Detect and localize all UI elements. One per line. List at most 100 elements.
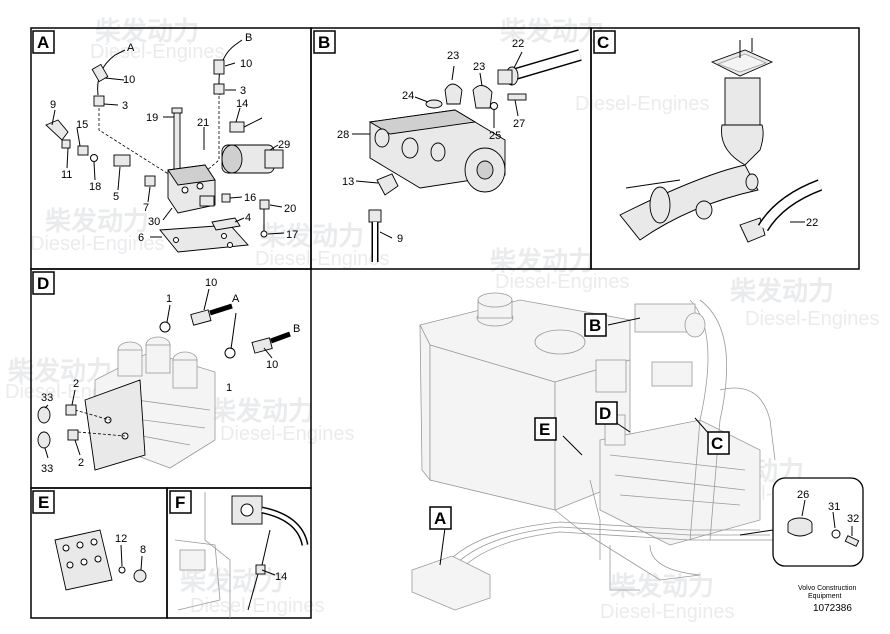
overview-label-d: D (599, 404, 611, 423)
panel-d-label: D (37, 274, 49, 293)
callout: 20 (284, 203, 296, 215)
panel-b-label: B (318, 33, 330, 52)
callout: 25 (489, 130, 501, 142)
overview-machine (411, 292, 776, 611)
callout: 17 (286, 229, 298, 241)
watermark-text: 柴发动力 (499, 16, 604, 46)
panel-c-drawing (619, 38, 823, 243)
callout: 8 (140, 544, 146, 556)
panel-a-drawing (45, 39, 285, 253)
callout: 15 (76, 119, 88, 131)
callout: 22 (512, 38, 524, 50)
panel-f-frame (166, 487, 312, 619)
footer-company: Volvo Construction (798, 585, 856, 592)
watermark-text: Diesel-Engines (600, 601, 735, 623)
drawing-number: 1072386 (813, 603, 852, 614)
footer-subtitle: Equipment (808, 593, 842, 600)
watermark-text: 柴发动力 (489, 246, 594, 276)
watermark-text: 柴发动力 (44, 206, 149, 236)
callout: 24 (402, 90, 414, 102)
callout: 2 (73, 378, 79, 390)
callout: 19 (146, 112, 158, 124)
panel-e-label: E (38, 493, 49, 512)
callout: 14 (236, 98, 248, 110)
watermark-text: Diesel-Engines (30, 233, 165, 255)
watermark-text: 柴发动力 (209, 396, 314, 426)
callout: 32 (847, 513, 859, 525)
watermark-text: 柴发动力 (609, 571, 714, 601)
panel-a-callouts: A 10 3 B 10 3 9 15 14 19 21 29 11 18 5 7… (50, 32, 298, 244)
panel-labels: A B C D E F (32, 30, 616, 514)
callout: 23 (447, 50, 459, 62)
panel-a-label: A (37, 33, 49, 52)
callout: 3 (240, 85, 246, 97)
panel-f-drawing (174, 492, 309, 618)
callout: 10 (123, 74, 135, 86)
watermark-text: 柴发动力 (94, 16, 199, 46)
callout: 3 (122, 100, 128, 112)
panel-f-label: F (175, 493, 185, 512)
overview-labels: B D E C A (429, 313, 730, 530)
callout: 21 (197, 117, 209, 129)
callout: B (245, 32, 252, 44)
callout: B (293, 323, 300, 335)
watermark-text: 柴发动力 (7, 356, 112, 386)
callout: 10 (240, 58, 252, 70)
watermark-text: Diesel-Engines (190, 595, 325, 617)
panel-d-drawing (37, 288, 291, 471)
callout: 12 (115, 533, 127, 545)
panel-e-drawing (54, 529, 147, 591)
callout: 29 (278, 139, 290, 151)
callout: A (127, 42, 135, 54)
callout: 23 (473, 61, 485, 73)
panel-c-callouts: 22 (806, 217, 818, 229)
watermark-text: Diesel-Engines (495, 271, 630, 293)
callout: 22 (806, 217, 818, 229)
callout: 1 (226, 382, 232, 394)
panel-b-drawing (352, 49, 582, 262)
callout: 10 (266, 359, 278, 371)
callout: 10 (205, 277, 217, 289)
callout: 5 (113, 191, 119, 203)
callout: 30 (148, 216, 160, 228)
callout: 18 (89, 181, 101, 193)
watermark-text: 柴发动力 (179, 566, 284, 596)
callout: 11 (61, 169, 72, 181)
watermark-text: Diesel-Engines (745, 308, 880, 330)
callout: 9 (397, 233, 403, 245)
callout: 28 (337, 129, 349, 141)
panel-b-callouts: 23 22 23 24 25 27 28 13 9 (337, 38, 525, 245)
callout: 1 (166, 293, 172, 305)
callout: 14 (275, 571, 287, 583)
callout: 31 (828, 501, 840, 513)
panel-frames (30, 27, 860, 619)
watermark-text: Diesel-Engines (255, 248, 390, 270)
overview-label-b: B (589, 316, 601, 335)
callout: 4 (245, 212, 251, 224)
callout: 7 (143, 202, 149, 214)
callout: 2 (78, 457, 84, 469)
panel-f-callouts: 14 (275, 571, 287, 583)
callout: 6 (138, 232, 144, 244)
watermark-text: 柴发动力 (729, 276, 834, 306)
watermark-text: Diesel-Engines (90, 41, 225, 63)
callout: 27 (513, 118, 525, 130)
watermark-text: Diesel-Engines (575, 93, 710, 115)
callout: 16 (244, 192, 256, 204)
callout: 9 (50, 99, 56, 111)
overview-label-c: C (711, 434, 723, 453)
panel-c-label: C (597, 33, 609, 52)
overview-label-a: A (434, 509, 446, 528)
panel-e-callouts: 12 8 (115, 533, 146, 556)
callout: 33 (41, 463, 53, 475)
callout: 13 (342, 176, 354, 188)
watermark-text: Diesel-Engines (220, 423, 355, 445)
overview-label-e: E (539, 420, 550, 439)
panel-c-frame (590, 27, 860, 270)
callout: 26 (797, 489, 809, 501)
callout: 33 (41, 392, 53, 404)
footer: Volvo Construction Equipment 1072386 (798, 585, 856, 614)
overview-inset: 26 31 32 (772, 477, 864, 567)
panel-d-callouts: 1 10 A B 10 1 33 2 33 2 (41, 277, 300, 475)
